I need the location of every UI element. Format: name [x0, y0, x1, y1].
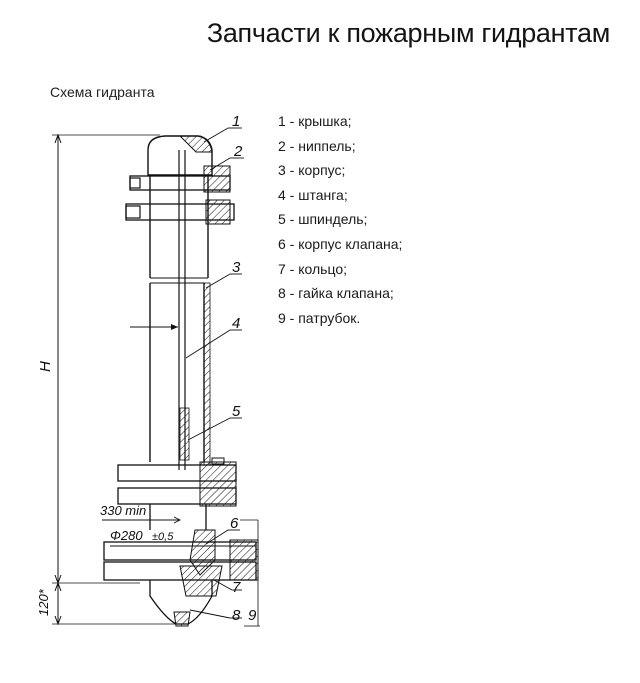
- callout-leaders: [185, 127, 244, 619]
- min-dimension-label: 330 min: [100, 503, 146, 518]
- callout-4: 4: [232, 315, 240, 332]
- legend-item: 1 - крышка;: [278, 113, 352, 129]
- callout-5: 5: [232, 403, 241, 420]
- legend-item: 6 - корпус клапана;: [278, 235, 403, 252]
- legend-item: 8 - гайка клапана;: [278, 285, 394, 302]
- diagram-subtitle: Схема гидранта: [50, 84, 155, 100]
- valve-assembly: [103, 529, 259, 627]
- hydrant-body: [149, 176, 211, 466]
- legend-item: 2 - ниппель;: [278, 137, 356, 154]
- diameter-dimension-label: Φ280: [110, 528, 143, 543]
- base-dimensions: 330 min Φ280 ±0,5: [100, 503, 260, 627]
- height-label: H: [37, 361, 54, 372]
- callout-8: 8: [232, 607, 241, 624]
- callout-1: 1: [232, 113, 240, 130]
- bottom-dimension-label: 120*: [36, 588, 51, 616]
- stem-rod: [130, 150, 190, 470]
- callout-3: 3: [232, 259, 241, 276]
- callout-6: 6: [230, 515, 239, 532]
- lower-flange: [117, 457, 237, 530]
- top-cap: [147, 135, 213, 176]
- legend-item: 4 - штанга;: [278, 186, 348, 203]
- callout-9: 9: [248, 607, 257, 624]
- tolerance-label: ±0,5: [152, 531, 174, 543]
- callout-7: 7: [232, 579, 241, 596]
- legend-item: 5 - шпиндель;: [278, 211, 368, 228]
- height-dimension: H 120*: [36, 133, 180, 626]
- legend-item: 7 - кольцо;: [278, 260, 347, 277]
- legend-item: 9 - патрубок.: [278, 309, 361, 326]
- page-title: Запчасти к пожарным гидрантам: [206, 18, 610, 48]
- callout-2: 2: [233, 143, 243, 160]
- parts-legend: 1 - крышка; 2 - ниппель; 3 - корпус; 4 -…: [278, 112, 402, 333]
- legend-item: 3 - корпус;: [278, 162, 346, 179]
